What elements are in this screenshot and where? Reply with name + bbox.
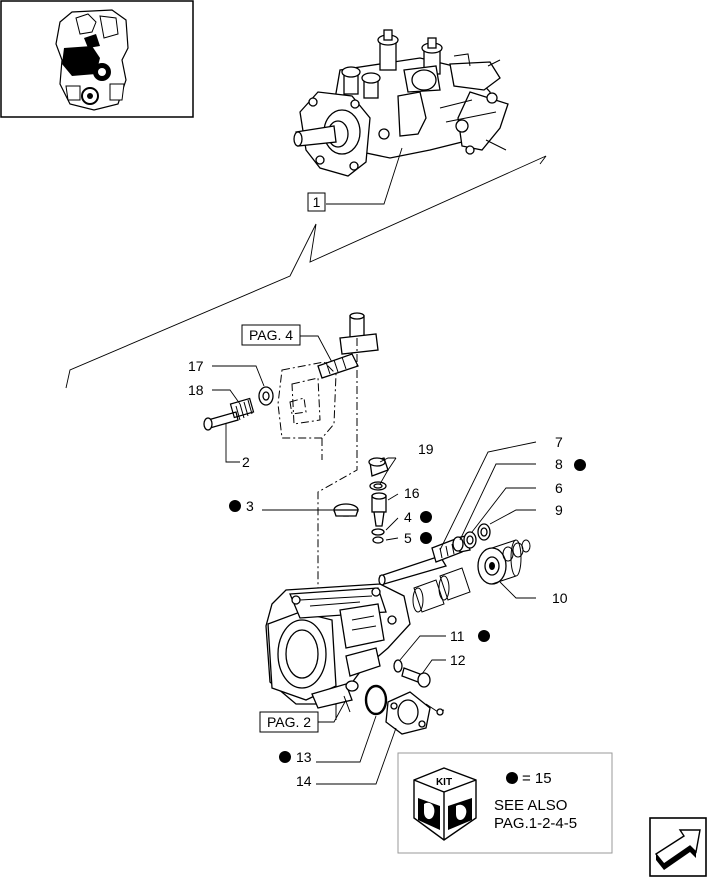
callout-12[interactable]: 12 [450, 652, 466, 668]
svg-text:4: 4 [404, 509, 412, 525]
o-ring-13 [364, 684, 388, 716]
svg-text:5: 5 [404, 530, 412, 546]
see-also-line1: SEE ALSO [494, 797, 567, 814]
callout-4[interactable]: 4 [404, 509, 432, 525]
callout-2[interactable]: 2 [242, 454, 250, 470]
callout-14[interactable]: 14 [296, 773, 312, 789]
svg-text:19: 19 [418, 441, 434, 457]
svg-text:KIT: KIT [436, 777, 452, 788]
svg-text:10: 10 [552, 590, 568, 606]
pump-housing [265, 583, 411, 720]
arrow-next-icon [654, 829, 701, 870]
kit-dot-icon [420, 532, 432, 544]
cover-plate-14 [385, 691, 431, 735]
callout-11[interactable]: 11 [450, 628, 490, 644]
engine-thumbnail[interactable] [0, 0, 194, 118]
callout-5[interactable]: 5 [404, 530, 432, 546]
svg-text:7: 7 [555, 434, 563, 450]
page-ref-pag4-label: PAG. 4 [249, 327, 293, 343]
callout-3[interactable]: 3 [229, 498, 254, 514]
callout-7[interactable]: 7 [555, 434, 563, 450]
kit-dot-icon [420, 511, 432, 523]
washer-17 [258, 386, 274, 406]
kit-dot-icon [574, 459, 586, 471]
bolt-12 [401, 667, 431, 688]
stop-solenoid [317, 312, 379, 379]
callout-16[interactable]: 16 [404, 485, 420, 501]
kit-box-icon: KIT [413, 767, 477, 841]
washer-6 [463, 531, 477, 549]
kit-dot-icon [506, 772, 518, 784]
callout-10[interactable]: 10 [552, 590, 568, 606]
callout-1-label: 1 [313, 194, 321, 210]
adjust-screw-18 [203, 397, 255, 431]
svg-text:11: 11 [450, 628, 465, 644]
svg-text:3: 3 [246, 498, 254, 514]
callout-17[interactable]: 17 [188, 358, 204, 374]
callout-9[interactable]: 9 [555, 502, 563, 518]
sleeves [412, 567, 471, 613]
kit-legend: KIT = 15 SEE ALSO PAG.1-2-4-5 [397, 752, 613, 854]
page-ref-pag2[interactable]: PAG. 2 [259, 711, 319, 733]
ring-9 [477, 523, 491, 541]
spacer-rings [502, 539, 531, 562]
plug-3 [333, 503, 359, 517]
svg-text:16: 16 [404, 485, 420, 501]
kit-dot-icon [279, 751, 291, 763]
next-page-button[interactable] [649, 817, 707, 877]
svg-text:12: 12 [450, 652, 466, 668]
svg-text:9: 9 [555, 502, 563, 518]
see-also-line2: PAG.1-2-4-5 [494, 815, 577, 832]
svg-text:8: 8 [555, 456, 563, 472]
svg-text:13: 13 [296, 749, 312, 765]
brand-leaf-icon [418, 798, 472, 830]
svg-text:17: 17 [188, 358, 204, 374]
svg-text:14: 14 [296, 773, 312, 789]
kit-dot-icon [478, 630, 490, 642]
injection-pump-assembly [293, 29, 509, 177]
screw-small [425, 703, 445, 716]
page-ref-pag2-label: PAG. 2 [267, 714, 311, 730]
engine-thumbnail-icon [55, 9, 129, 111]
callout-19[interactable]: 19 [418, 441, 434, 457]
callout-6[interactable]: 6 [555, 480, 563, 496]
svg-text:6: 6 [555, 480, 563, 496]
washer-11 [393, 659, 403, 673]
bearing-10 [477, 539, 522, 585]
kit-equals-text: = 15 [522, 770, 552, 787]
valve-stack [368, 457, 389, 544]
governor-cover-phantom [277, 361, 337, 439]
callout-18[interactable]: 18 [188, 382, 204, 398]
callout-13[interactable]: 13 [279, 749, 312, 765]
callout-1[interactable]: 1 [307, 192, 326, 212]
seal-8 [452, 536, 464, 552]
kit-dot-icon [229, 500, 241, 512]
callout-8[interactable]: 8 [555, 456, 586, 472]
section-break-line [65, 155, 547, 389]
page-ref-pag4[interactable]: PAG. 4 [241, 324, 301, 346]
svg-text:2: 2 [242, 454, 250, 470]
svg-text:18: 18 [188, 382, 204, 398]
